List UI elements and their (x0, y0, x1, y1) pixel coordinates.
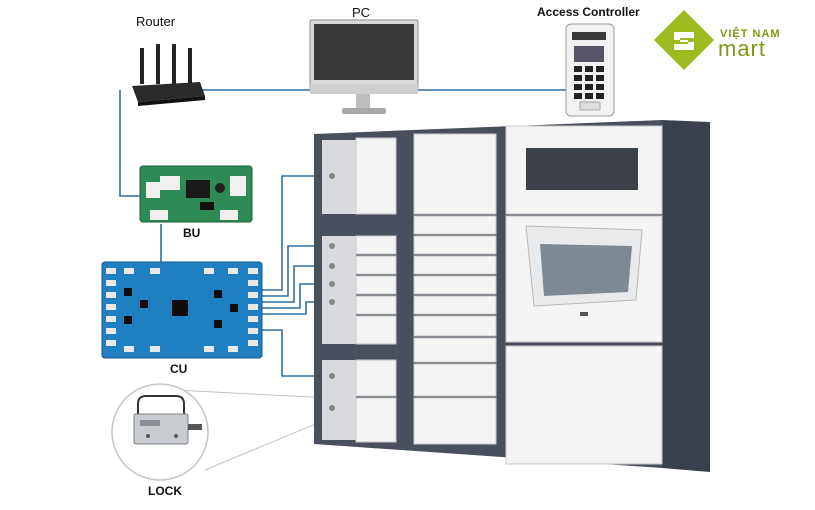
access-controller-device (565, 23, 615, 117)
locker-cabinet (314, 120, 710, 472)
cu-locker-link-2 (262, 245, 330, 297)
lock-guide-lines (174, 389, 331, 471)
bu-board (139, 165, 253, 223)
router-device (132, 44, 205, 106)
connector-lines (119, 89, 568, 377)
cu-locker-link-3 (262, 265, 330, 303)
bu-label: BU (183, 226, 201, 240)
brand-logo-line1: VIỆT NAM (720, 28, 781, 40)
cu-board (101, 261, 263, 359)
router-bu-link (119, 90, 140, 197)
router-label: Router (136, 14, 176, 29)
lock-device (111, 383, 209, 481)
cu-locker-link-6 (262, 329, 330, 377)
access-controller-label: Access Controller (537, 5, 640, 19)
pc-label: PC (352, 5, 371, 20)
pc-monitor (309, 19, 419, 114)
cu-locker-link-1 (262, 175, 330, 291)
lock-label: LOCK (148, 484, 182, 498)
brand-logo-mark (654, 10, 714, 70)
brand-logo-line2: mart (718, 36, 766, 61)
cu-label: CU (170, 362, 188, 376)
